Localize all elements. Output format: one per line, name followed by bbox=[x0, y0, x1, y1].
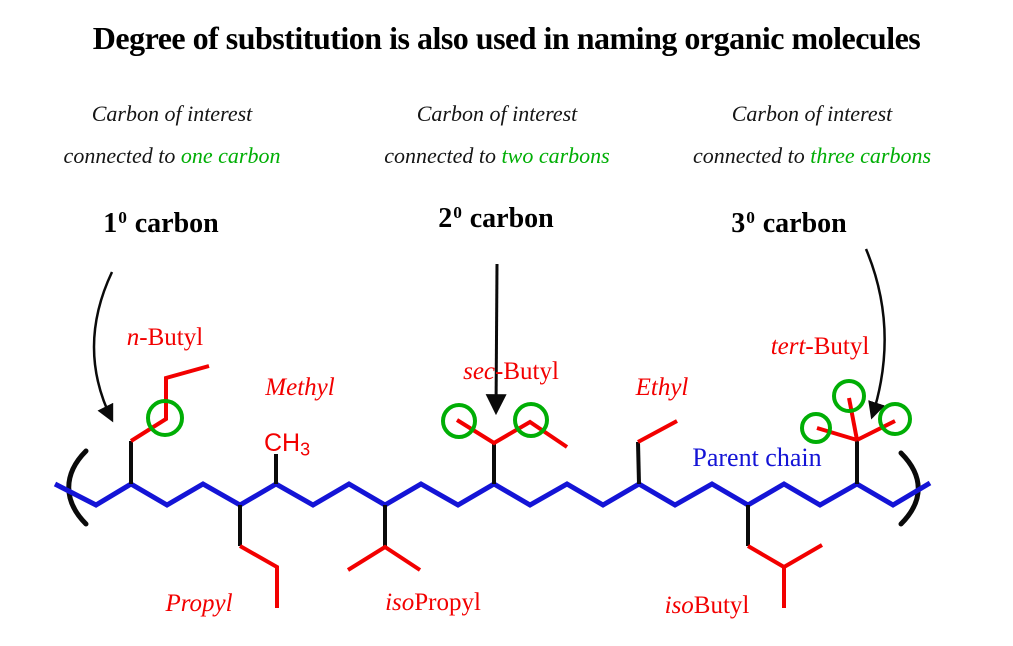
header-col2-line1: Carbon of interest bbox=[416, 101, 578, 126]
highlight-circle-tert-butyl-right bbox=[878, 402, 912, 436]
ch3-formula-label: CH3 bbox=[264, 429, 311, 460]
sec-butyl-bonds bbox=[455, 418, 569, 449]
header-col1-line1: Carbon of interest bbox=[91, 101, 253, 126]
propyl-label: Propyl bbox=[165, 590, 233, 617]
header-col1-line2: connected to one carbon bbox=[63, 143, 281, 168]
left-parenthesis bbox=[66, 448, 89, 527]
highlight-circle-sec-butyl-left bbox=[441, 403, 477, 439]
highlight-circle-tert-butyl-top bbox=[832, 379, 866, 413]
header-col2-line2: connected to two carbons bbox=[384, 143, 610, 168]
propyl-bonds bbox=[239, 544, 279, 608]
ethyl-label: Ethyl bbox=[635, 374, 689, 401]
ethyl-bond bbox=[637, 419, 678, 444]
tert-butyl-bond-top bbox=[847, 397, 859, 441]
carbon-highlight-circles bbox=[146, 379, 912, 444]
substituent-bonds bbox=[129, 364, 896, 608]
substituent-attachment-bonds bbox=[129, 440, 859, 547]
isobutyl-bonds bbox=[746, 543, 824, 570]
ethyl-attachment-bond bbox=[636, 441, 641, 485]
header-col3-line2: connected to three carbons bbox=[692, 143, 932, 168]
parent-chain-backbone bbox=[53, 480, 932, 508]
header-col3-line1: Carbon of interest bbox=[731, 101, 893, 126]
highlight-two-carbons: two carbons bbox=[501, 143, 610, 168]
isopropyl-bonds bbox=[346, 544, 422, 572]
highlight-circle-tert-butyl-left bbox=[800, 412, 832, 444]
n-butyl-label: n-Butyl bbox=[126, 324, 204, 351]
tert-butyl-label: tert-Butyl bbox=[770, 333, 870, 360]
sec-butyl-label: sec-Butyl bbox=[463, 358, 559, 385]
methyl-label: Methyl bbox=[265, 374, 335, 401]
page-title: Degree of substitution is also used in n… bbox=[92, 20, 921, 56]
right-parenthesis bbox=[898, 450, 921, 527]
highlight-three-carbons: three carbons bbox=[810, 143, 932, 168]
tert-butyl-bond-right bbox=[856, 419, 896, 442]
tertiary-carbon-arrow bbox=[864, 248, 886, 420]
tert-butyl-bond-left bbox=[816, 426, 858, 442]
primary-carbon-arrow bbox=[92, 271, 114, 423]
parent-chain-label: Parent chain bbox=[692, 443, 822, 472]
highlight-circle-n-butyl bbox=[146, 399, 184, 437]
isobutyl-label: isoButyl bbox=[664, 592, 750, 619]
highlight-one-carbon: one carbon bbox=[180, 143, 281, 168]
isopropyl-label: isoPropyl bbox=[385, 589, 481, 616]
highlight-circle-sec-butyl-right bbox=[513, 402, 549, 438]
secondary-carbon-arrow bbox=[485, 263, 507, 416]
n-butyl-bonds bbox=[129, 364, 210, 443]
